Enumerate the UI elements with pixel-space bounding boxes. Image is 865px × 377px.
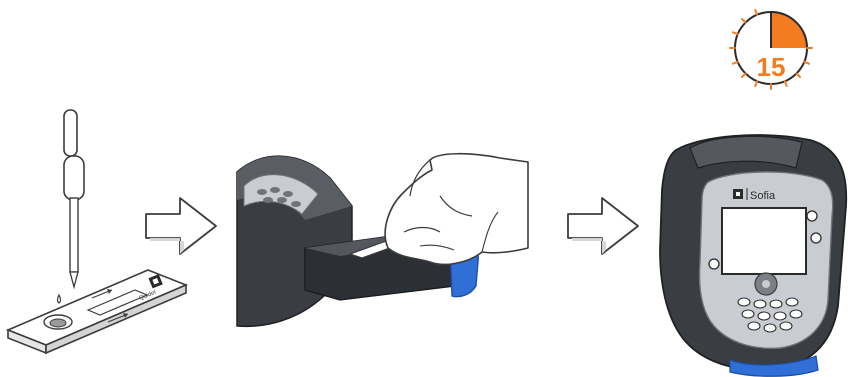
arrow-right-icon bbox=[567, 197, 639, 255]
analyzer-device-icon: Sofia bbox=[659, 134, 848, 377]
arrow-right-icon bbox=[145, 197, 217, 255]
timer-minutes: 15 bbox=[757, 52, 786, 82]
dropper-and-cassette-icon: Quidel bbox=[5, 109, 189, 355]
insert-cassette-icon bbox=[236, 152, 529, 328]
dropper-icon bbox=[56, 109, 85, 304]
device-brand-label: Sofia bbox=[750, 190, 776, 202]
timer-icon: 15 bbox=[729, 9, 813, 90]
test-cassette: Quidel bbox=[5, 269, 189, 355]
device-keypad bbox=[737, 297, 803, 333]
device-screen bbox=[721, 207, 807, 275]
